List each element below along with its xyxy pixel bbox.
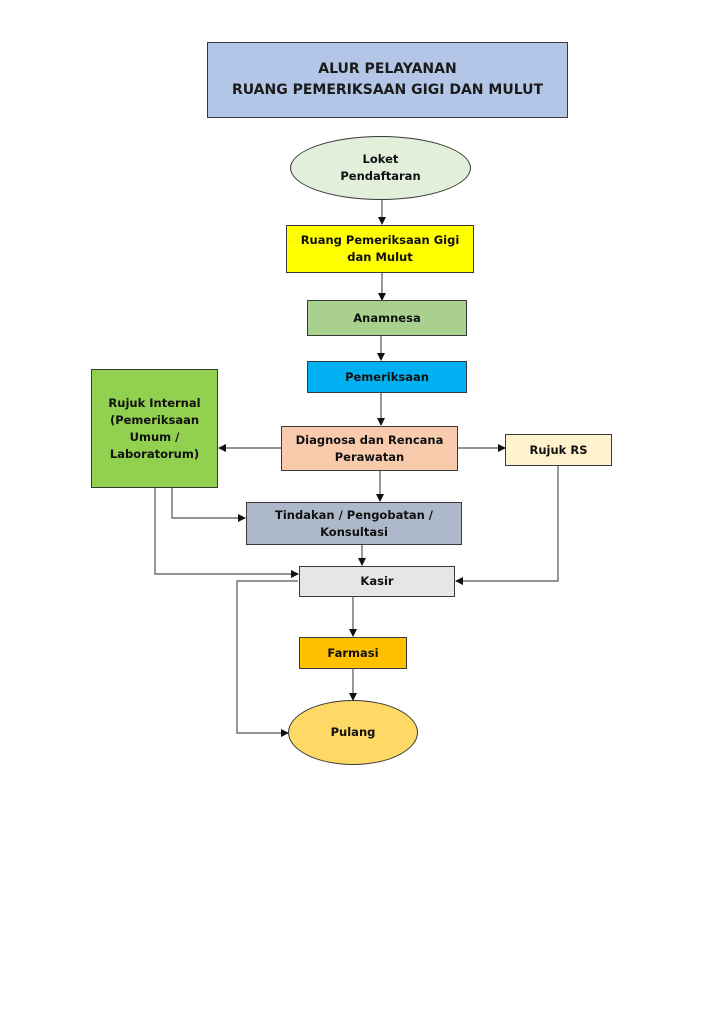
node-anamnesa: Anamnesa <box>307 300 467 336</box>
node-label: Loket Pendaftaran <box>340 152 421 183</box>
node-label: Farmasi <box>327 645 379 660</box>
title-line-1: ALUR PELAYANAN <box>318 61 457 77</box>
node-label: Pulang <box>330 725 376 739</box>
node-diagnosa: Diagnosa dan Rencana Perawatan <box>281 426 458 471</box>
node-label: Rujuk Internal (Pemeriksaan Umum / Labor… <box>108 395 201 461</box>
node-ruang-pemeriksaan: Ruang Pemeriksaan Gigi dan Mulut <box>286 225 474 273</box>
node-label: Anamnesa <box>353 310 421 325</box>
node-label: Tindakan / Pengobatan / Konsultasi <box>275 507 433 539</box>
node-loket-pendaftaran: Loket Pendaftaran <box>290 136 471 200</box>
edge-kasir-pulang <box>236 580 298 737</box>
node-kasir: Kasir <box>299 566 455 597</box>
node-rujuk-internal: Rujuk Internal (Pemeriksaan Umum / Labor… <box>91 369 218 488</box>
node-tindakan: Tindakan / Pengobatan / Konsultasi <box>246 502 462 545</box>
node-pemeriksaan: Pemeriksaan <box>307 361 467 393</box>
node-label: Ruang Pemeriksaan Gigi dan Mulut <box>300 233 460 264</box>
node-label: Diagnosa dan Rencana Perawatan <box>295 432 444 464</box>
node-label: Pemeriksaan <box>345 369 429 384</box>
title-line-2: RUANG PEMERIKSAAN GIGI DAN MULUT <box>231 82 544 98</box>
edge-rujuk-rs-kasir <box>455 466 559 585</box>
edge-rujuk-internal-tindakan <box>171 487 246 522</box>
edge-rujuk-internal-kasir <box>154 487 299 578</box>
node-farmasi: Farmasi <box>299 637 407 669</box>
node-rujuk-rs: Rujuk RS <box>505 434 612 466</box>
node-pulang: Pulang <box>288 700 418 765</box>
diagram-title: ALUR PELAYANAN RUANG PEMERIKSAAN GIGI DA… <box>207 42 568 118</box>
node-label: Rujuk RS <box>529 442 588 457</box>
node-label: Kasir <box>360 574 394 588</box>
